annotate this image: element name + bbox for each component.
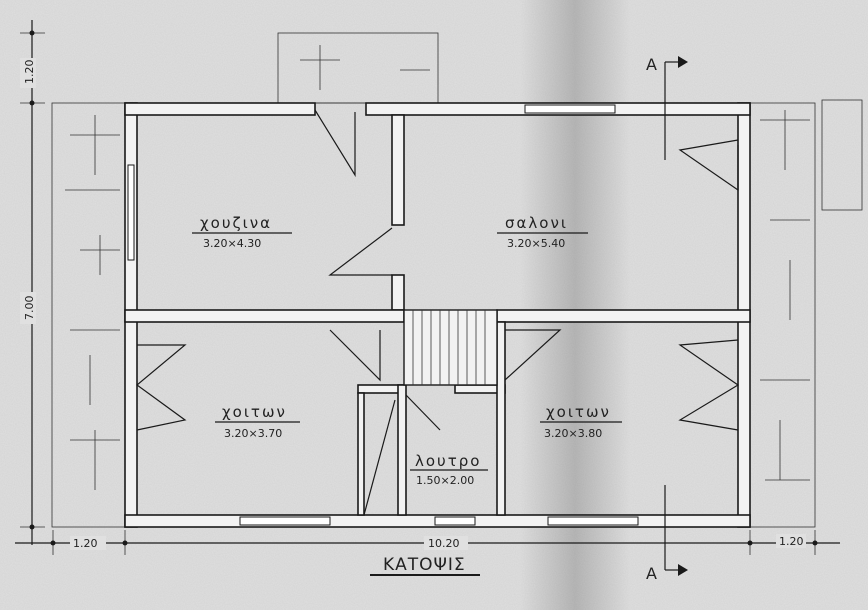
room-size: 1.50×2.00 xyxy=(416,474,474,487)
dimension-right-overhang: 1.20 xyxy=(779,535,804,548)
scan-fold-band xyxy=(520,0,630,610)
room-label-kitchen: χουζινα 3.20×4.30 xyxy=(192,214,292,250)
room-label-bedroom-right: χοιτων 3.20×3.80 xyxy=(540,403,622,440)
section-label: A xyxy=(646,55,657,74)
room-label-bedroom-left: χοιτων 3.20×3.70 xyxy=(215,403,300,440)
window xyxy=(127,164,135,261)
dimension-width: 10.20 xyxy=(428,537,460,550)
section-label: A xyxy=(646,564,657,583)
interior-walls xyxy=(124,114,751,516)
room-label-living-room: σαλονι 3.20×5.40 xyxy=(497,214,588,250)
dimension-left-overhang: 1.20 xyxy=(73,537,98,550)
room-label-bathroom: λουτρο 1.50×2.00 xyxy=(410,452,488,487)
window xyxy=(547,516,639,526)
room-name: χουζινα xyxy=(200,214,272,232)
window xyxy=(524,104,616,114)
dimension-depth: 7.00 xyxy=(23,296,36,321)
drawing-title: ΚΑΤΟΨΙΣ xyxy=(383,555,466,575)
room-name: χοιτων xyxy=(222,403,287,421)
dimension-top-overhang: 1.20 xyxy=(23,60,36,85)
room-size: 3.20×3.70 xyxy=(224,427,282,440)
section-marker-top: A xyxy=(646,55,688,160)
room-name: σαλονι xyxy=(505,214,568,232)
window xyxy=(239,516,331,526)
section-marker-bottom: A xyxy=(646,485,688,583)
room-size: 3.20×4.30 xyxy=(203,237,261,250)
exterior-walls xyxy=(124,102,751,528)
room-name: λουτρο xyxy=(415,452,481,470)
room-size: 3.20×3.80 xyxy=(544,427,602,440)
window xyxy=(434,516,476,526)
dimension-lines: 1.20 7.00 1.20 10.20 1.20 xyxy=(15,20,840,555)
door-swings xyxy=(136,109,740,516)
room-name: χοιτων xyxy=(546,403,611,421)
room-size: 3.20×5.40 xyxy=(507,237,565,250)
staircase xyxy=(403,309,498,386)
